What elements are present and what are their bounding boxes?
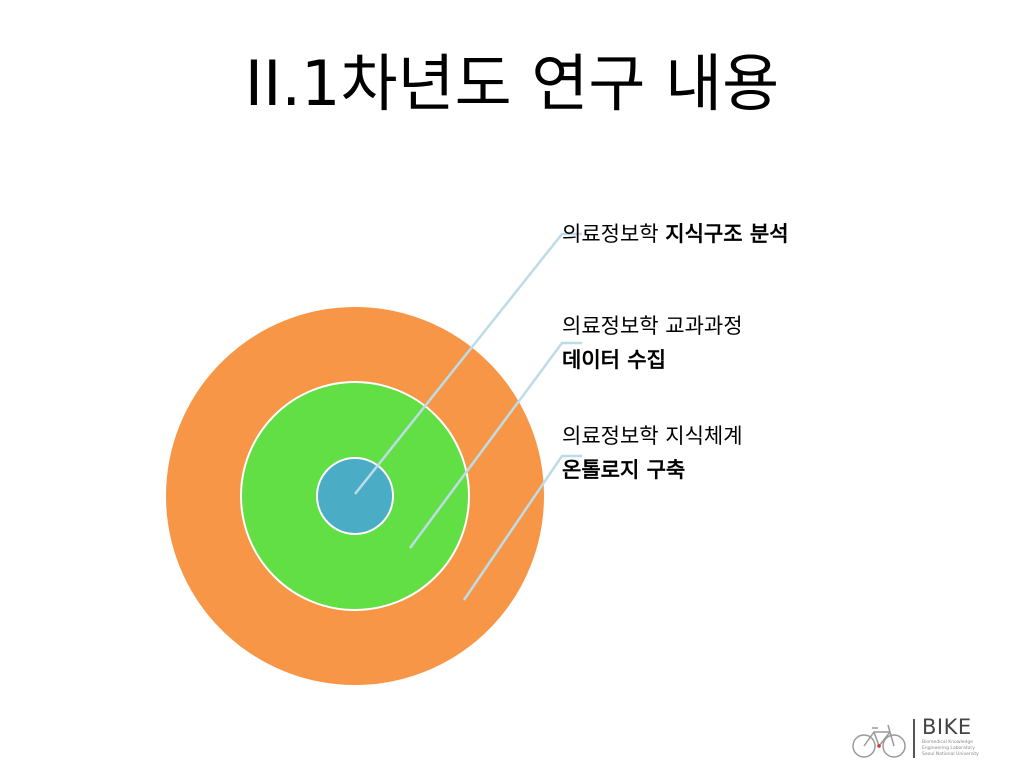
label-middle-line1: 의료정보학 교과과정 xyxy=(562,314,743,338)
label-outer: 의료정보학 지식체계 온톨로지 구축 xyxy=(562,419,743,487)
connector-outer xyxy=(462,454,582,601)
logo-name: BIKE xyxy=(922,715,972,739)
label-inner-bold: 지식구조 분석 xyxy=(665,222,789,246)
logo-subtitle-3: Seoul National University xyxy=(922,752,979,757)
label-outer-bold: 온톨로지 구축 xyxy=(562,458,686,482)
bicycle-logo-icon xyxy=(852,719,915,758)
slide-title: II.1차년도 연구 내용 xyxy=(244,47,780,120)
label-inner-line: 의료정보학 지식구조 분석 xyxy=(562,217,789,251)
label-inner-prefix: 의료정보학 xyxy=(562,222,666,246)
connector-inner xyxy=(354,232,582,495)
logo-subtitle-2: Engineering Laboratory xyxy=(922,746,975,751)
logo-subtitle-1: Biomedical Knowledge xyxy=(922,740,973,745)
label-middle-bold: 데이터 수집 xyxy=(562,348,666,372)
connector-middle xyxy=(408,341,582,549)
label-inner: 의료정보학 지식구조 분석 xyxy=(562,217,789,251)
inner-circle xyxy=(316,457,394,535)
label-outer-line1: 의료정보학 지식체계 xyxy=(562,424,743,448)
label-middle: 의료정보학 교과과정 데이터 수집 xyxy=(562,309,743,377)
